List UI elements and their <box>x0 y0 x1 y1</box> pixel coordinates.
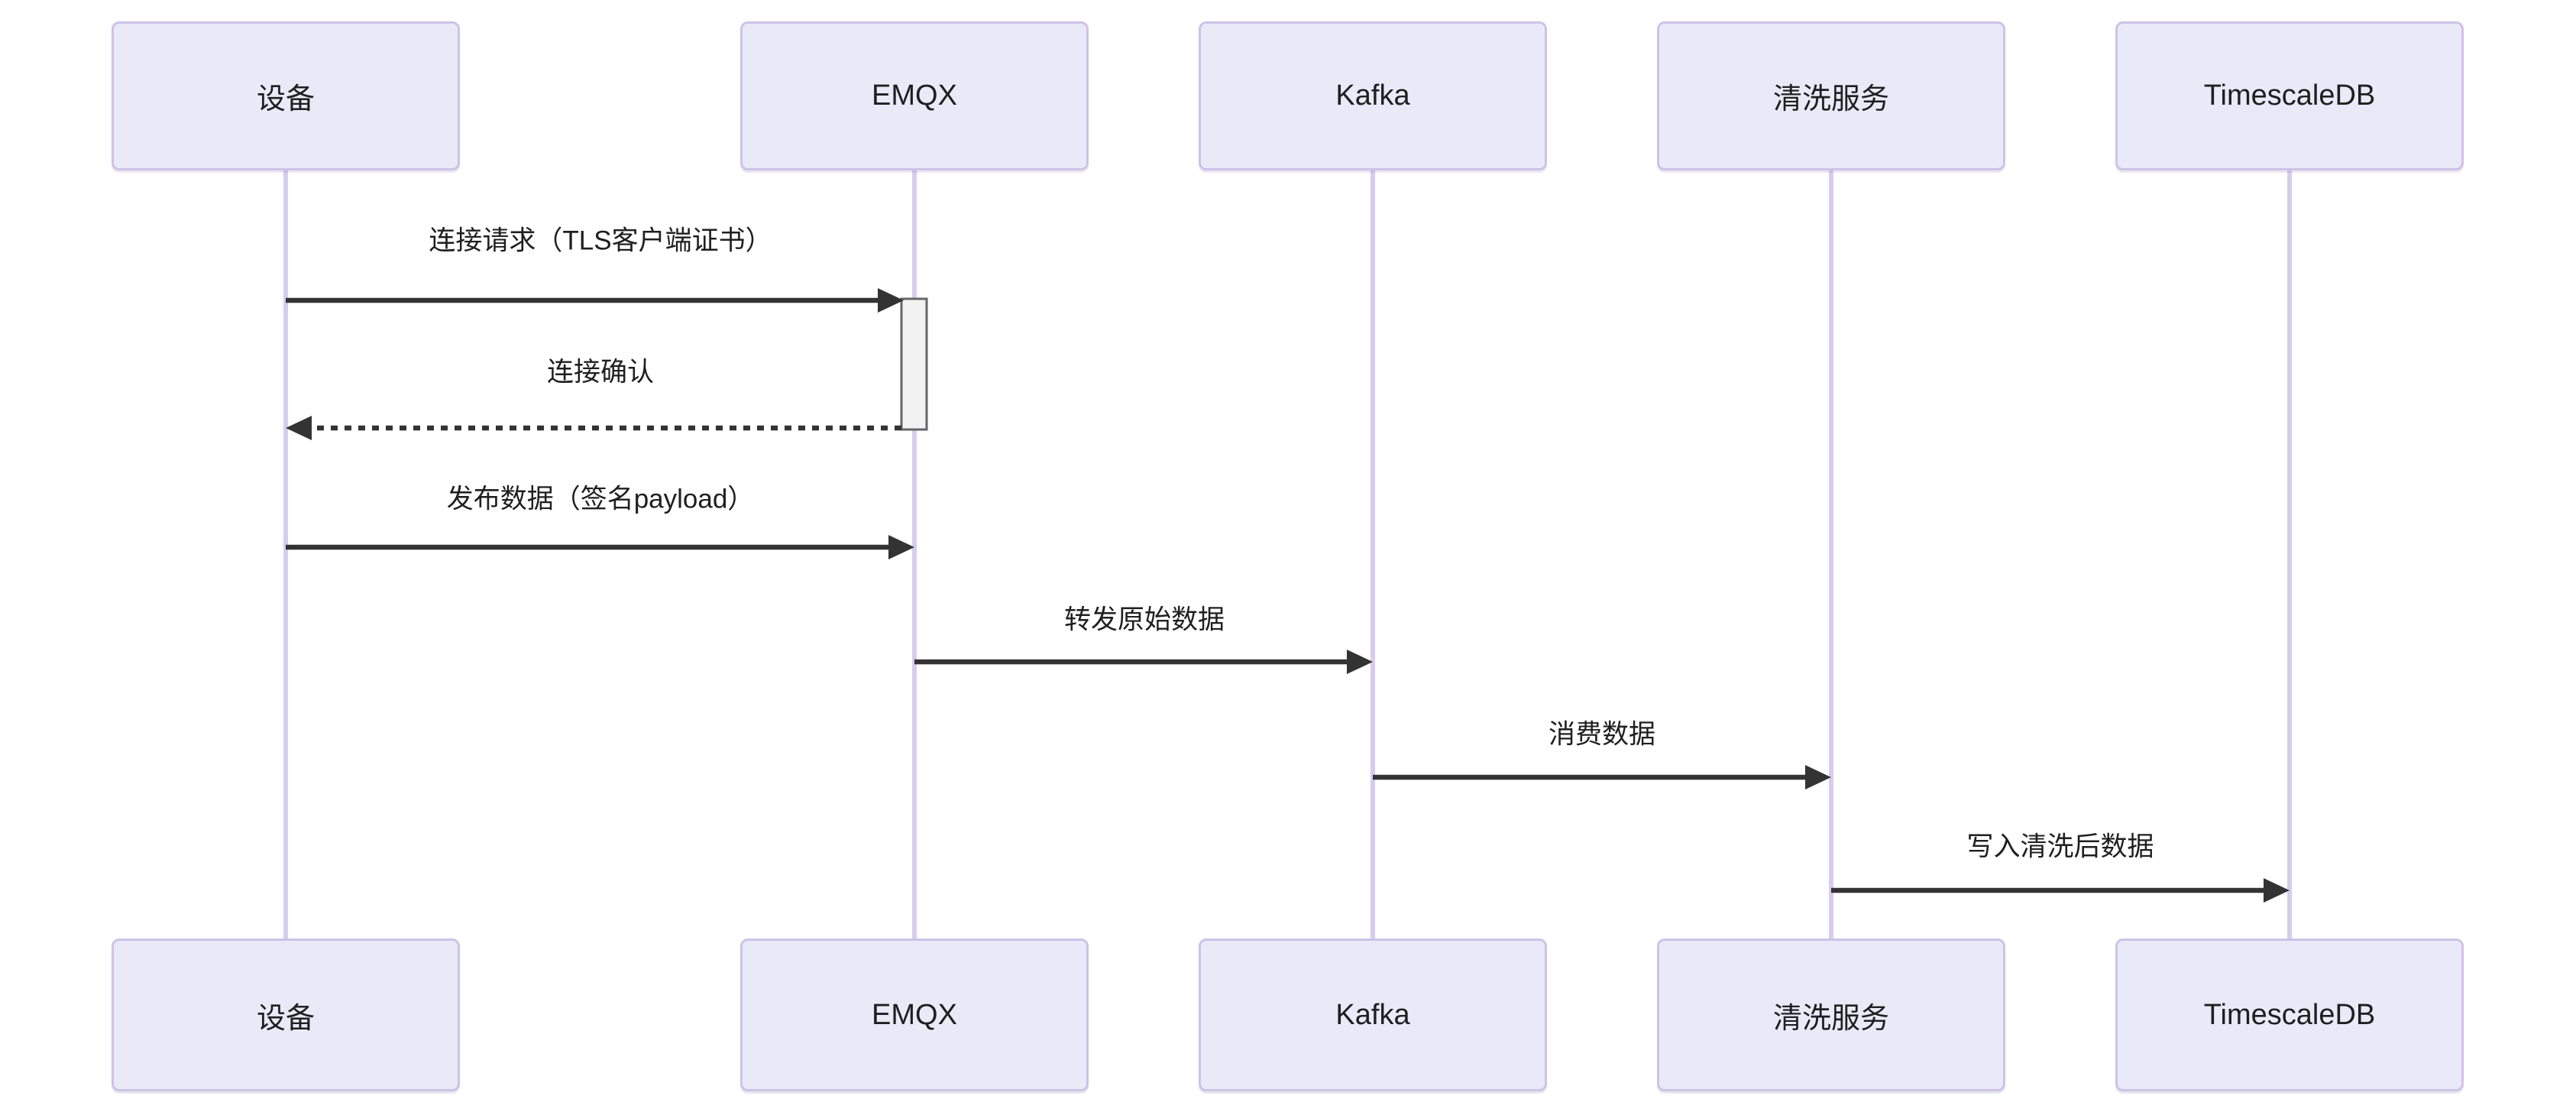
actor-box-cleaning-service-bottom: 清洗服务 <box>1657 939 2005 1091</box>
actor-box-emqx-bottom: EMQX <box>740 939 1089 1091</box>
arrowhead-right-3 <box>888 535 914 559</box>
arrowhead-right-1 <box>878 288 904 313</box>
arrowhead-right-6 <box>2264 878 2290 903</box>
actor-box-kafka-bottom: Kafka <box>1199 939 1547 1091</box>
message-label-2: 连接确认 <box>546 357 655 387</box>
message-label-6: 写入清洗后数据 <box>1966 832 2154 862</box>
actor-label-kafka: Kafka <box>1335 79 1410 112</box>
actor-box-emqx-top: EMQX <box>740 21 1089 170</box>
actor-label-emqx: EMQX <box>872 79 957 112</box>
actor-label-timescaledb: TimescaleDB <box>2203 998 2376 1031</box>
message-label-3: 发布数据（签名payload） <box>446 484 755 514</box>
actor-box-cleaning-service-top: 清洗服务 <box>1657 21 2005 170</box>
actor-label-emqx: EMQX <box>872 998 957 1031</box>
actor-label-timescaledb: TimescaleDB <box>2203 79 2376 112</box>
arrowhead-left-2 <box>286 416 312 440</box>
actor-box-kafka-top: Kafka <box>1199 21 1547 170</box>
actor-label-kafka: Kafka <box>1335 998 1410 1031</box>
actor-box-timescaledb-top: TimescaleDB <box>2115 21 2464 170</box>
actor-box-device-top: 设备 <box>112 21 460 170</box>
activation-bar-emqx <box>900 297 928 431</box>
message-label-1: 连接请求（TLS客户端证书） <box>429 225 772 256</box>
message-label-5: 消费数据 <box>1548 719 1656 750</box>
actor-box-timescaledb-bottom: TimescaleDB <box>2115 939 2464 1091</box>
actor-label-device: 设备 <box>256 83 315 115</box>
actor-label-cleaning-service: 清洗服务 <box>1772 83 1889 115</box>
actor-box-device-bottom: 设备 <box>112 939 460 1091</box>
arrowhead-right-4 <box>1347 650 1373 674</box>
actor-label-device: 设备 <box>256 1002 315 1035</box>
actor-label-cleaning-service: 清洗服务 <box>1772 1002 1889 1035</box>
arrowhead-right-5 <box>1805 765 1831 789</box>
message-label-4: 转发原始数据 <box>1063 605 1225 635</box>
